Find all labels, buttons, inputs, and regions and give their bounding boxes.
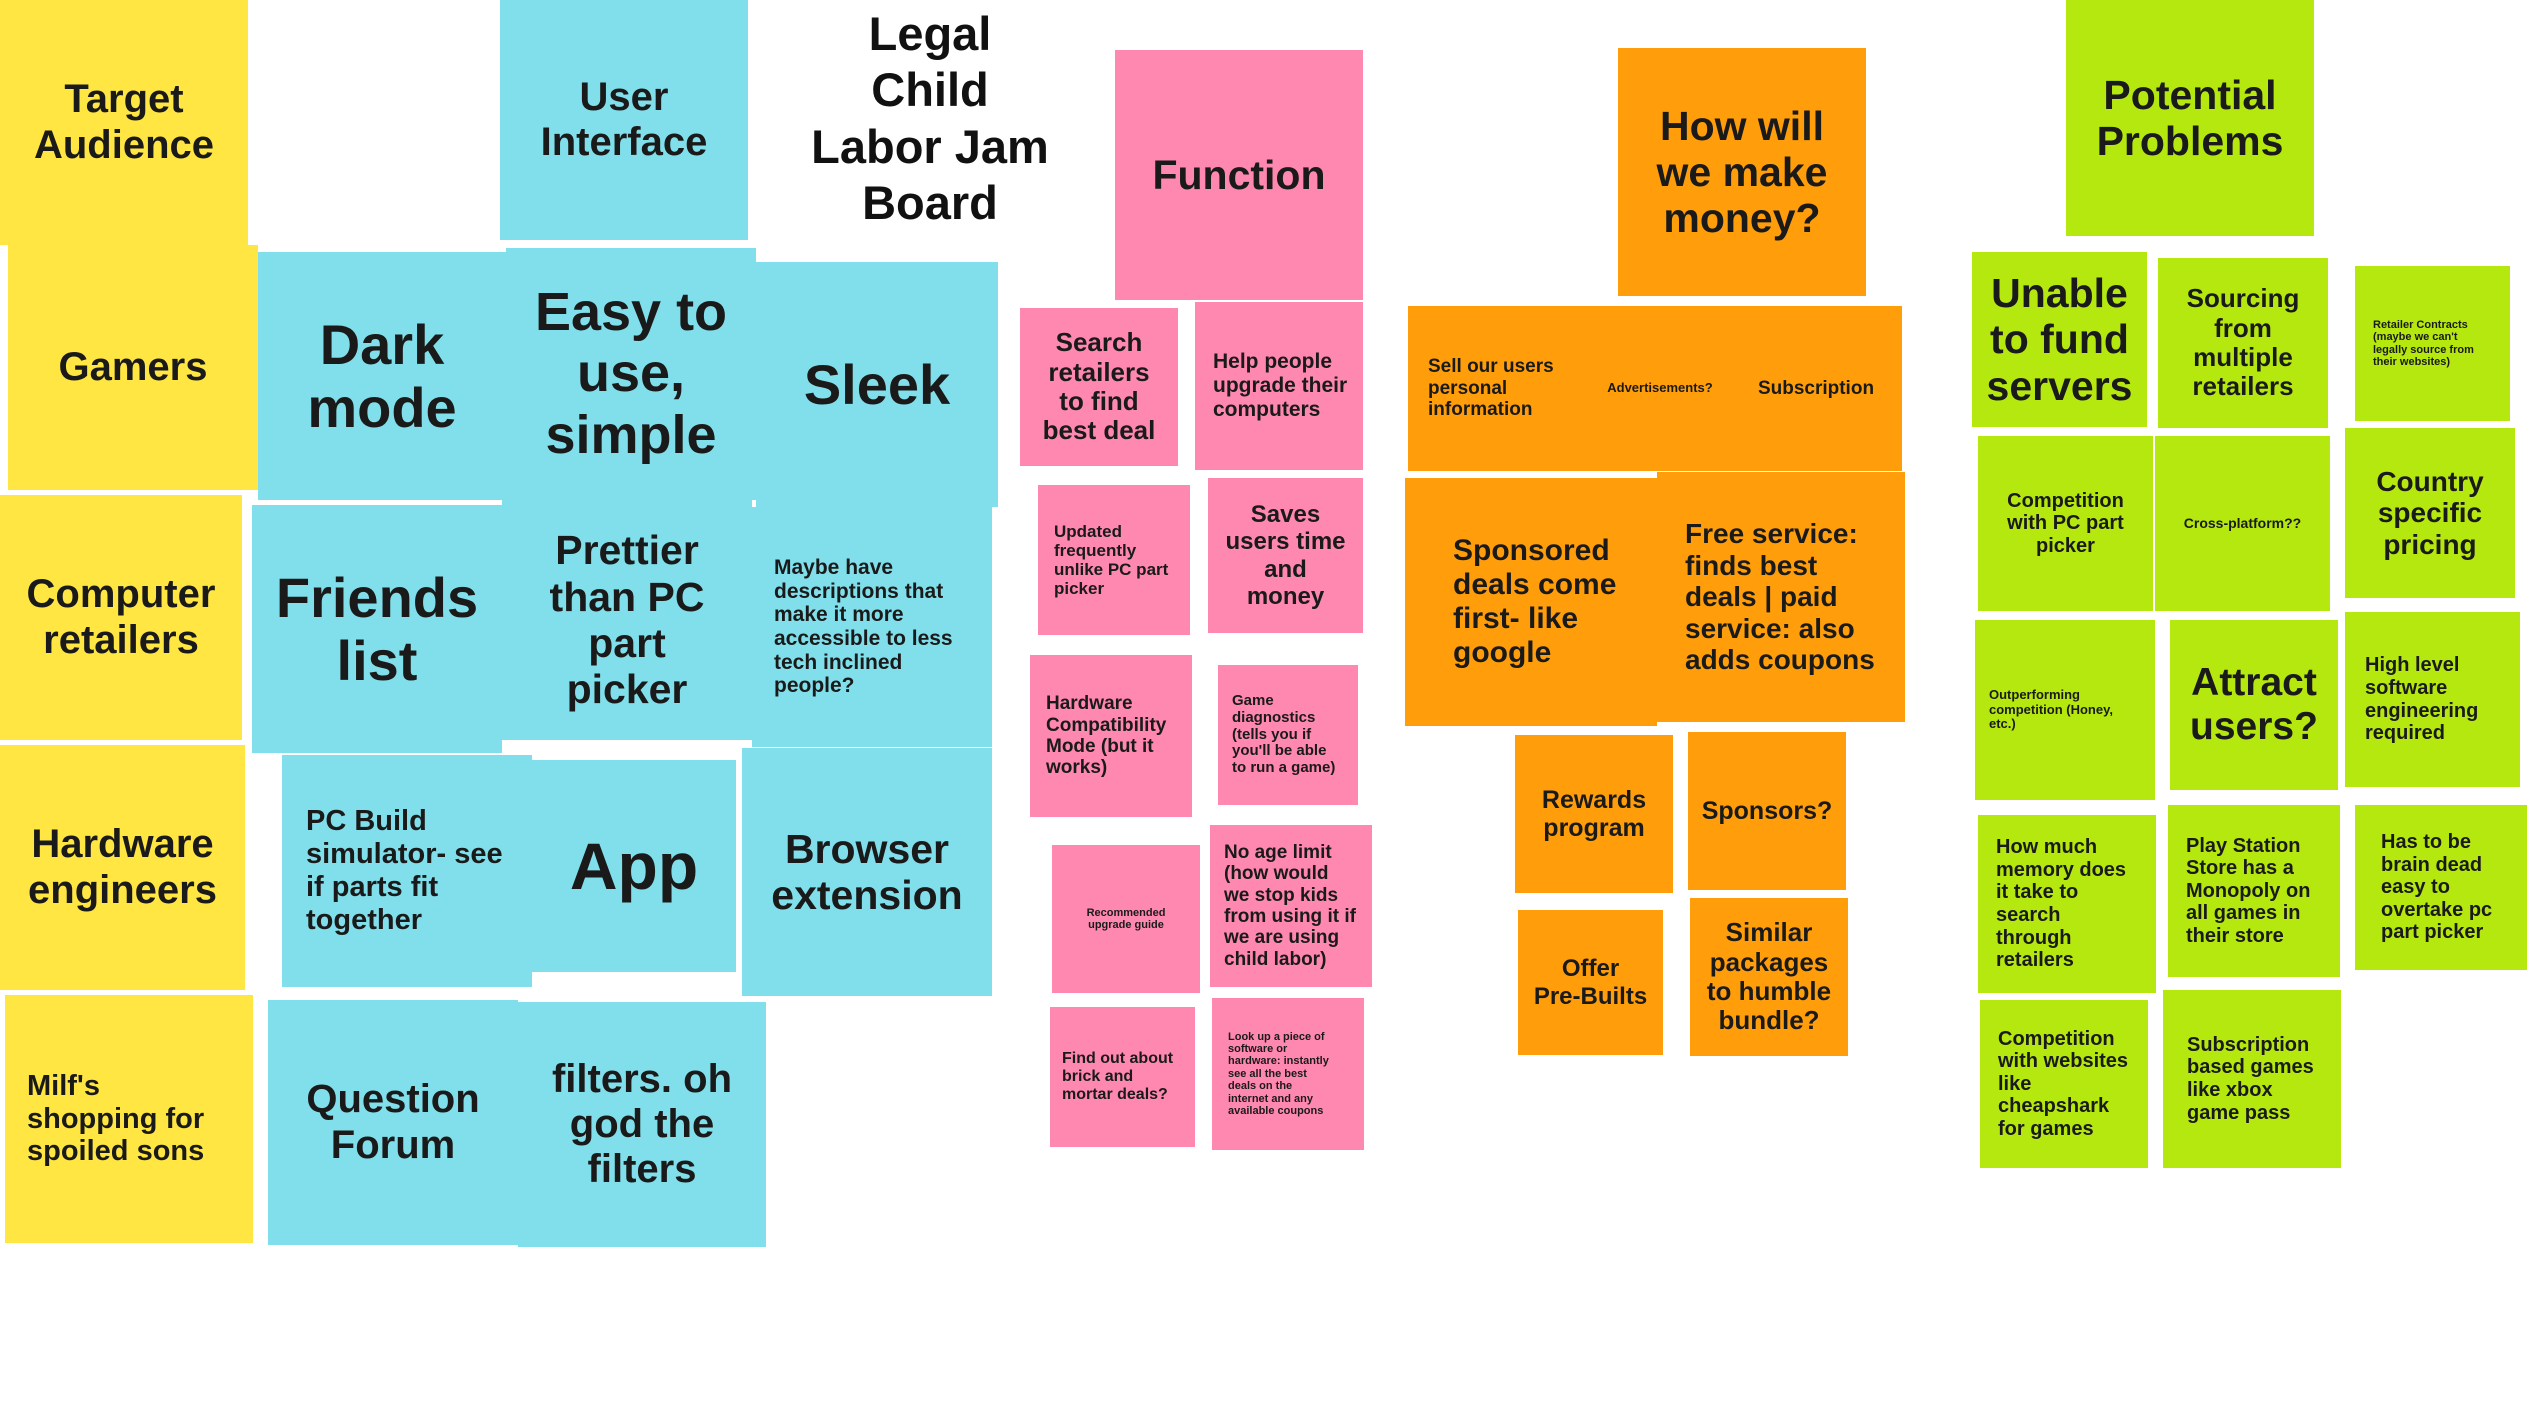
sticky-problems-playstation-monopoly[interactable]: Play Station Store has a Monopoly on all… xyxy=(2168,805,2340,977)
sticky-function-updated-frequently[interactable]: Updated frequently unlike PC part picker xyxy=(1038,485,1190,635)
sticky-money-sponsors[interactable]: Sponsors? xyxy=(1688,732,1846,890)
sticky-function-lookup-deals[interactable]: Look up a piece of software or hardware:… xyxy=(1212,998,1364,1150)
sticky-money-sell-info[interactable]: Sell our users personal information xyxy=(1408,306,1590,471)
sticky-audience-header[interactable]: Target Audience xyxy=(0,0,248,245)
sticky-function-header[interactable]: Function xyxy=(1115,50,1363,300)
sticky-audience-hardware-engineers[interactable]: Hardware engineers xyxy=(0,745,245,990)
sticky-money-subscription[interactable]: Subscription xyxy=(1730,306,1902,471)
sticky-ui-pc-build-simulator[interactable]: PC Build simulator- see if parts fit tog… xyxy=(282,755,532,987)
sticky-money-header[interactable]: How will we make money? xyxy=(1618,48,1866,296)
sticky-audience-milfs[interactable]: Milf's shopping for spoiled sons xyxy=(5,995,253,1243)
sticky-problems-competition-cheapshark[interactable]: Competition with websites like cheapshar… xyxy=(1980,1000,2148,1168)
sticky-problems-country-pricing[interactable]: Country specific pricing xyxy=(2345,428,2515,598)
sticky-problems-retailer-contracts[interactable]: Retailer Contracts (maybe we can't legal… xyxy=(2355,266,2510,421)
sticky-function-search-retailers[interactable]: Search retailers to find best deal xyxy=(1020,308,1178,466)
sticky-function-help-upgrade[interactable]: Help people upgrade their computers xyxy=(1195,302,1363,470)
sticky-ui-browser-extension[interactable]: Browser extension xyxy=(742,748,992,996)
sticky-problems-brain-dead-easy[interactable]: Has to be brain dead easy to overtake pc… xyxy=(2355,805,2527,970)
sticky-problems-sourcing[interactable]: Sourcing from multiple retailers xyxy=(2158,258,2328,428)
sticky-ui-filters[interactable]: filters. oh god the filters xyxy=(518,1002,766,1247)
sticky-problems-competition-pc-part-picker[interactable]: Competition with PC part picker xyxy=(1978,436,2153,611)
sticky-ui-friends-list[interactable]: Friends list xyxy=(252,505,502,753)
sticky-audience-gamers[interactable]: Gamers xyxy=(8,245,258,490)
sticky-money-similar-packages[interactable]: Similar packages to humble bundle? xyxy=(1690,898,1848,1056)
sticky-problems-header[interactable]: Potential Problems xyxy=(2066,0,2314,236)
sticky-function-brick-and-mortar[interactable]: Find out about brick and mortar deals? xyxy=(1050,1007,1195,1147)
sticky-function-hardware-compatibility[interactable]: Hardware Compatibility Mode (but it work… xyxy=(1030,655,1192,817)
sticky-ui-prettier[interactable]: Prettier than PC part picker xyxy=(502,500,752,740)
sticky-problems-subscription-games[interactable]: Subscription based games like xbox game … xyxy=(2163,990,2341,1168)
sticky-ui-sleek[interactable]: Sleek xyxy=(756,262,998,507)
sticky-ui-header[interactable]: User Interface xyxy=(500,0,748,240)
sticky-problems-unable-to-fund[interactable]: Unable to fund servers xyxy=(1972,252,2147,427)
sticky-money-offer-prebuilts[interactable]: Offer Pre-Builts xyxy=(1518,910,1663,1055)
sticky-ui-dark-mode[interactable]: Dark mode xyxy=(258,252,506,500)
sticky-money-free-service[interactable]: Free service: finds best deals | paid se… xyxy=(1657,472,1905,722)
sticky-ui-question-forum[interactable]: Question Forum xyxy=(268,1000,518,1245)
sticky-problems-cross-platform[interactable]: Cross-platform?? xyxy=(2155,436,2330,611)
sticky-function-game-diagnostics[interactable]: Game diagnostics (tells you if you'll be… xyxy=(1218,665,1358,805)
board-title: Legal Child Labor Jam Board xyxy=(811,7,1049,230)
sticky-ui-app[interactable]: App xyxy=(532,760,736,972)
sticky-problems-outperforming[interactable]: Outperforming competition (Honey, etc.) xyxy=(1975,620,2155,800)
sticky-ui-easy-to-use[interactable]: Easy to use, simple xyxy=(506,248,756,500)
sticky-problems-high-level-engineering[interactable]: High level software engineering required xyxy=(2345,612,2520,787)
sticky-audience-computer-retailers[interactable]: Computer retailers xyxy=(0,495,242,740)
sticky-function-no-age-limit[interactable]: No age limit (how would we stop kids fro… xyxy=(1210,825,1372,987)
sticky-money-sponsored-deals[interactable]: Sponsored deals come first- like google xyxy=(1405,478,1657,726)
sticky-money-rewards-program[interactable]: Rewards program xyxy=(1515,735,1673,893)
sticky-function-saves-time[interactable]: Saves users time and money xyxy=(1208,478,1363,633)
sticky-function-upgrade-guide[interactable]: Recommended upgrade guide xyxy=(1052,845,1200,993)
sticky-problems-attract-users[interactable]: Attract users? xyxy=(2170,620,2338,790)
sticky-ui-descriptions[interactable]: Maybe have descriptions that make it mor… xyxy=(752,507,992,747)
sticky-problems-memory[interactable]: How much memory does it take to search t… xyxy=(1978,815,2156,993)
sticky-money-advertisements[interactable]: Advertisements? xyxy=(1590,306,1730,471)
